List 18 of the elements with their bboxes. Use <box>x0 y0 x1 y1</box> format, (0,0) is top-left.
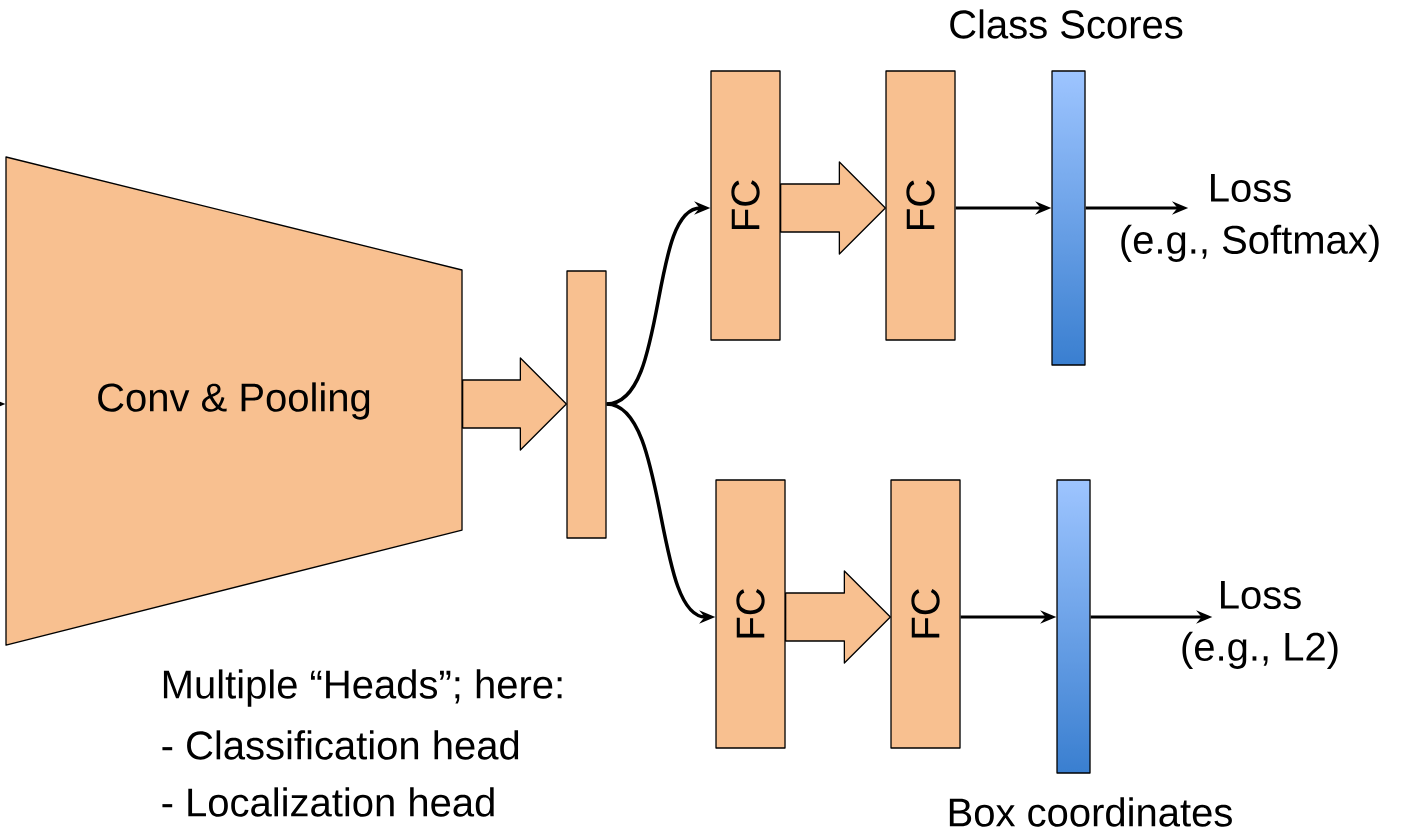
trapezoid-block: Conv & Pooling <box>5 156 463 646</box>
loss-text: Loss (e.g., L2) <box>1182 581 1338 669</box>
fc-layer-box: FC <box>715 479 786 749</box>
output-bar <box>1051 70 1086 366</box>
note-text: - Classification head <box>162 730 519 760</box>
block-arrow <box>462 357 567 451</box>
bar-caption: Class Scores <box>950 9 1183 39</box>
loss-text: Loss (e.g., Softmax) <box>1121 174 1379 262</box>
fc-layer-box: FC <box>710 70 781 341</box>
bar-caption: Box coordinates <box>949 797 1232 827</box>
block-arrow <box>785 570 891 664</box>
output-bar <box>1056 479 1091 774</box>
fc-layer-box: FC <box>885 70 956 341</box>
block-arrow <box>780 161 886 255</box>
note-text: - Localization head <box>162 787 494 817</box>
note-text: Multiple “Heads”; here: <box>163 669 562 707</box>
fc-layer-box: FC <box>890 479 961 749</box>
feature-bar <box>566 270 607 539</box>
